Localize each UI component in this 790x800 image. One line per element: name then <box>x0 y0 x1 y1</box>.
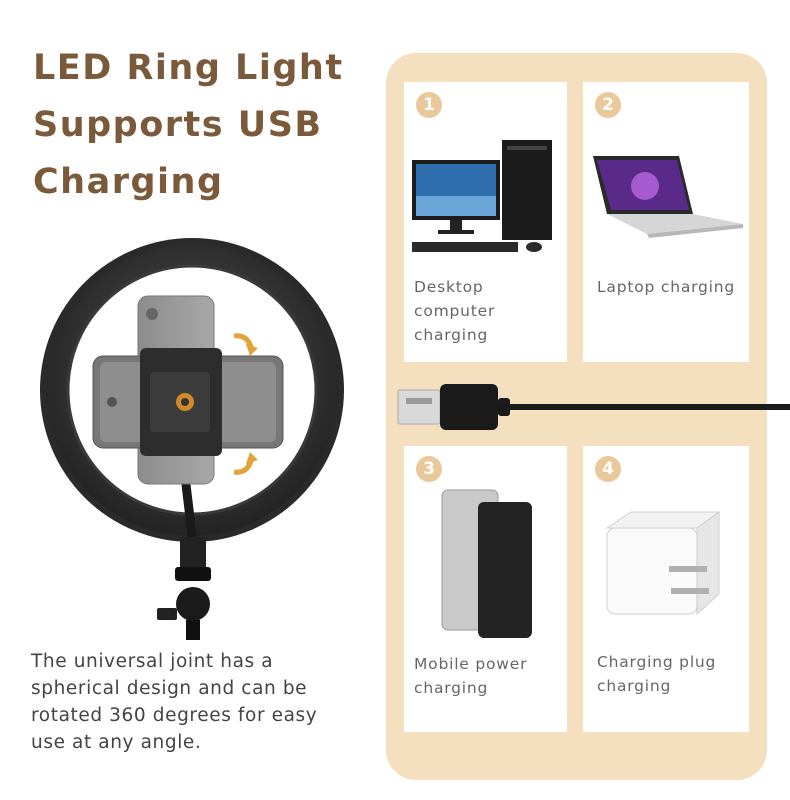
card-power-bank-charging: 3 Mobile power charging <box>404 446 567 732</box>
card-desktop-charging: 1 Desktop computer charging <box>404 82 567 362</box>
page-title: LED Ring Light Supports USB Charging <box>33 40 373 211</box>
title-line-1: LED Ring Light <box>33 48 344 88</box>
title-line-3: Charging <box>33 162 224 202</box>
usb-cable-icon <box>397 384 790 430</box>
number-badge: 4 <box>595 456 621 482</box>
card-caption: Laptop charging <box>597 278 736 296</box>
card-caption: Mobile power charging <box>414 655 528 697</box>
description-line-1: The universal joint has a <box>31 651 274 672</box>
charging-plug-icon <box>605 511 721 616</box>
title-line-2: Supports USB <box>33 105 323 145</box>
description-line-2: spherical design and can be <box>31 678 308 699</box>
card-caption: Desktop computer charging <box>414 278 496 344</box>
laptop-icon <box>593 156 743 238</box>
card-plug-charging: 4 Charging plug charging <box>583 446 749 732</box>
number-badge: 2 <box>595 92 621 118</box>
description-line-3: rotated 360 degrees for easy <box>31 705 318 726</box>
number-badge: 1 <box>416 92 442 118</box>
ring-light-illustration <box>40 238 344 640</box>
card-laptop-charging: 2 Laptop charging <box>583 82 749 362</box>
description-text: The universal joint has a spherical desi… <box>31 648 361 756</box>
card-caption: Charging plug charging <box>597 653 717 695</box>
description-line-4: use at any angle. <box>31 732 202 753</box>
desktop-computer-icon <box>412 140 552 252</box>
number-badge: 3 <box>416 456 442 482</box>
power-bank-icon <box>441 489 532 638</box>
